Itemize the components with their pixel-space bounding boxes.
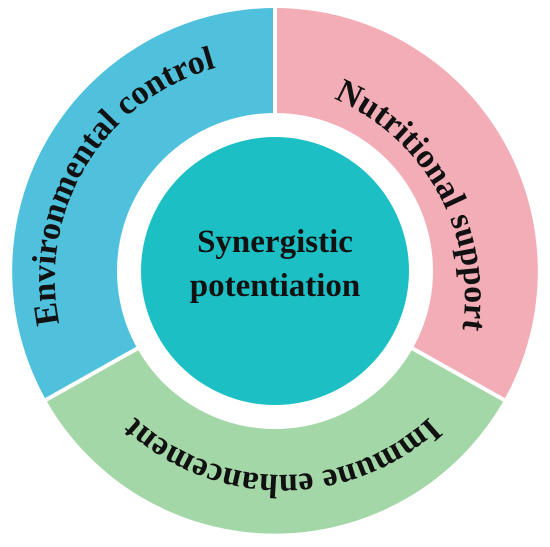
center-title-line1: Synergistic <box>197 224 353 260</box>
center-circle <box>141 137 409 405</box>
center-title-line2: potentiation <box>190 268 361 304</box>
